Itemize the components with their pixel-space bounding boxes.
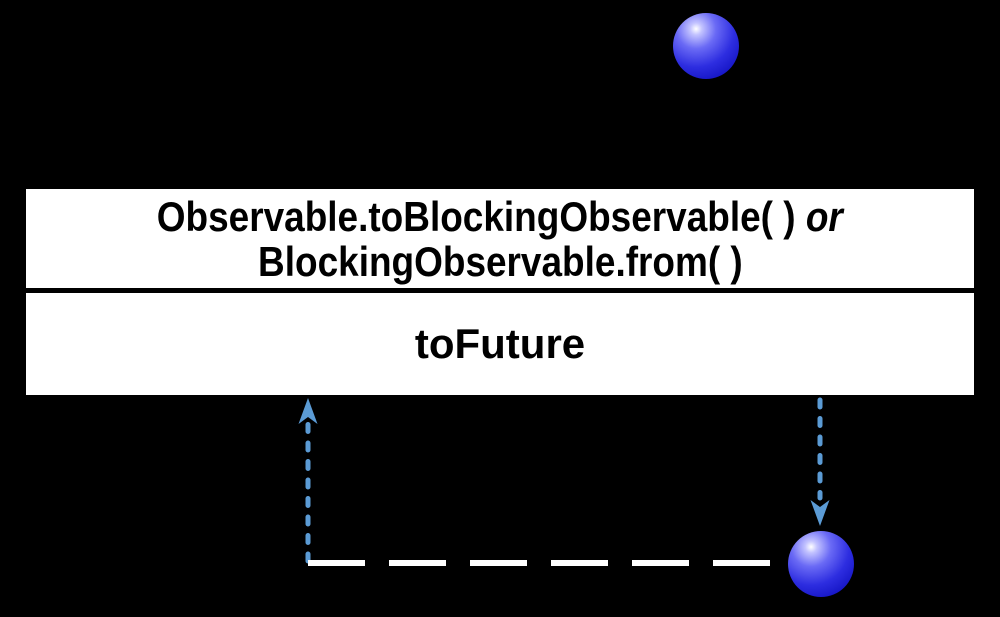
operator-box-line2-text: BlockingObservable.from( )	[257, 237, 743, 285]
to-future-label: toFuture	[414, 320, 586, 367]
down-arrow-head-icon	[810, 500, 830, 526]
operator-box-line2: BlockingObservable.from( )	[258, 239, 743, 284]
result-marble-icon	[788, 531, 854, 597]
up-arrow-head-icon	[298, 398, 318, 424]
operator-box-line1: Observable.toBlockingObservable( ) or	[157, 194, 843, 239]
to-future-box: toFuture	[26, 293, 974, 395]
source-marble-icon	[673, 13, 739, 79]
operator-box-line1-conjunction: or	[806, 192, 843, 240]
operator-box-line1-text: Observable.toBlockingObservable( )	[156, 192, 796, 240]
operator-box: Observable.toBlockingObservable( ) or Bl…	[26, 189, 974, 288]
